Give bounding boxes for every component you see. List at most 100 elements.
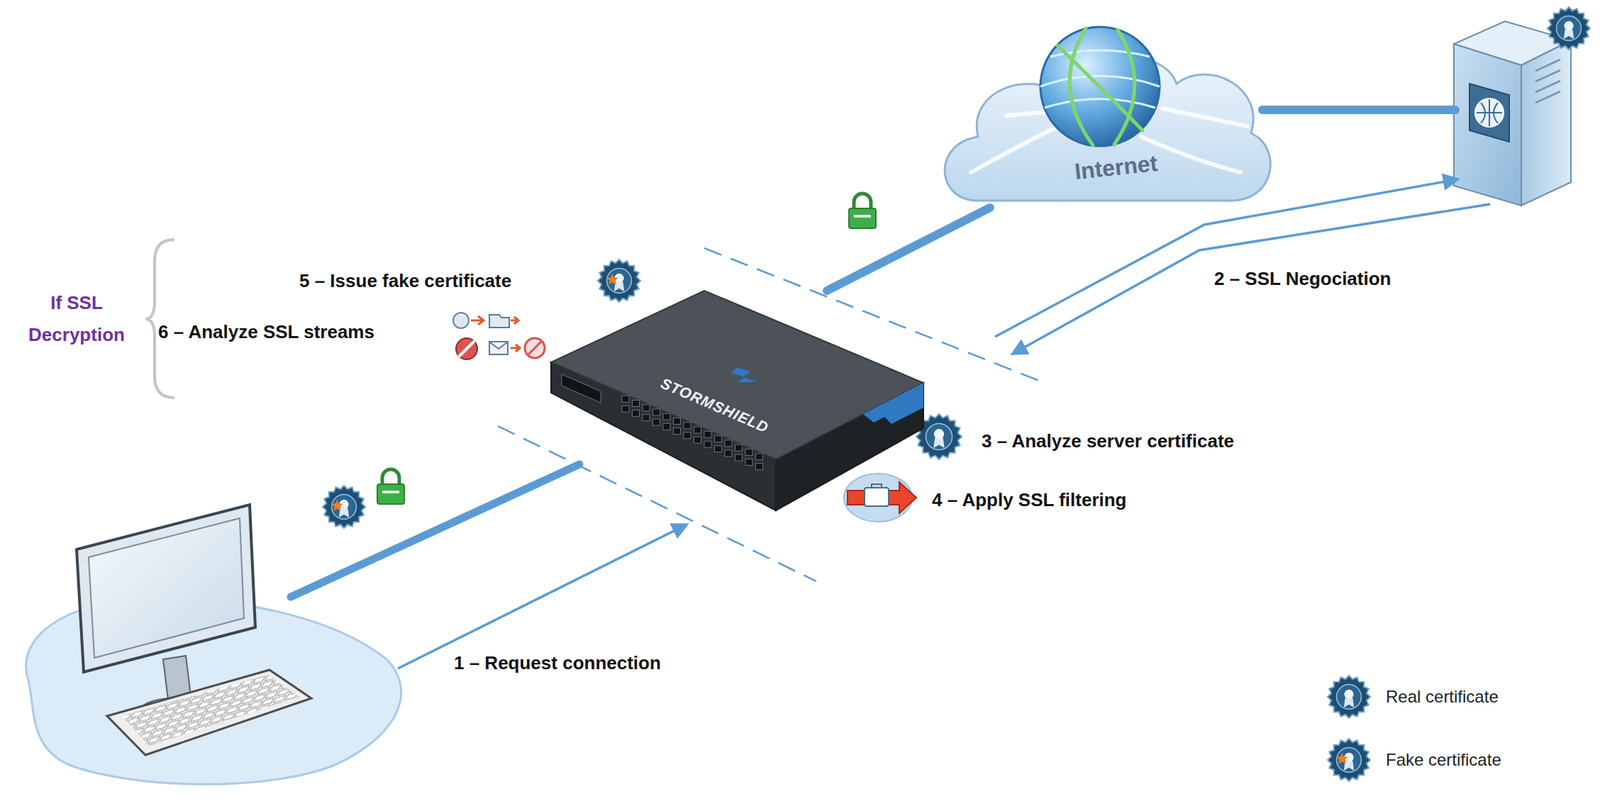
server-side bbox=[1521, 40, 1571, 206]
globe bbox=[1040, 26, 1160, 147]
port bbox=[663, 413, 671, 420]
negotiation-arrow bbox=[1012, 204, 1491, 354]
badge-fake-star bbox=[606, 273, 619, 286]
port bbox=[724, 450, 732, 457]
port bbox=[642, 414, 650, 422]
badge-medal bbox=[1563, 21, 1574, 31]
device-stripes bbox=[863, 382, 924, 425]
server-globe-lines bbox=[1476, 99, 1503, 127]
port bbox=[704, 441, 712, 448]
lock-body bbox=[377, 484, 405, 505]
globe-orbits bbox=[1057, 28, 1143, 146]
lock-slot bbox=[853, 214, 871, 218]
badge-ring bbox=[925, 423, 952, 450]
icon-arrow bbox=[847, 482, 917, 514]
server-panel bbox=[1469, 83, 1510, 142]
badge-medal bbox=[934, 429, 944, 440]
firewall-appliance: STORMSHIELD bbox=[551, 290, 924, 511]
globe-lines bbox=[1040, 50, 1160, 108]
device-ports bbox=[621, 395, 764, 470]
legend-label: Fake certificate bbox=[1385, 750, 1502, 771]
server-globe bbox=[1475, 98, 1504, 127]
globe-sphere bbox=[1040, 26, 1160, 147]
lock-icon bbox=[848, 193, 876, 229]
badge-seal bbox=[322, 485, 366, 529]
icon-ban bbox=[524, 338, 545, 359]
port bbox=[642, 404, 650, 412]
workstation-link bbox=[290, 464, 580, 598]
port bbox=[673, 418, 681, 425]
icon-ban bbox=[527, 341, 542, 356]
network-link bbox=[826, 207, 991, 291]
lock-icon bbox=[377, 469, 405, 505]
monitor-frame bbox=[76, 504, 256, 673]
monitor-screen bbox=[88, 518, 244, 659]
step-label: 3 – Analyze server certificate bbox=[981, 430, 1235, 453]
real-certificate-badge bbox=[1547, 7, 1591, 50]
icon-arrow bbox=[470, 316, 484, 325]
lock-body bbox=[848, 208, 876, 229]
icon-mail bbox=[489, 341, 508, 355]
badge-ring bbox=[1336, 685, 1362, 710]
icon-virus bbox=[456, 338, 478, 360]
port bbox=[694, 436, 702, 444]
port bbox=[632, 400, 640, 407]
port bbox=[756, 453, 764, 461]
port bbox=[724, 440, 732, 447]
bracket bbox=[145, 239, 175, 398]
icon-folder bbox=[489, 314, 510, 328]
icon-arrow bbox=[510, 317, 519, 325]
badge-ring bbox=[1556, 16, 1582, 42]
port bbox=[714, 436, 722, 443]
badge-ribbon bbox=[933, 438, 944, 449]
step-label: 4 – Apply SSL filtering bbox=[931, 489, 1127, 512]
port bbox=[621, 405, 630, 413]
lock-shackle bbox=[853, 193, 871, 210]
port bbox=[653, 409, 661, 416]
condition-label: If SSL Decryption bbox=[28, 287, 125, 352]
device-top bbox=[551, 290, 924, 460]
badge-fake-star bbox=[331, 500, 344, 512]
port bbox=[694, 426, 702, 434]
legend-label: Real certificate bbox=[1385, 687, 1499, 708]
icon-arrow bbox=[510, 344, 520, 352]
fake-certificate-badge bbox=[322, 485, 366, 529]
negotiation-arrow bbox=[995, 179, 1458, 337]
certificate-badges bbox=[322, 7, 1591, 782]
port bbox=[621, 395, 630, 403]
step-label: 1 – Request connection bbox=[453, 652, 661, 675]
device-slot bbox=[561, 374, 601, 403]
server-link bbox=[1262, 105, 1456, 115]
port bbox=[735, 454, 743, 461]
workstation bbox=[26, 504, 402, 785]
legend-symbol bbox=[1327, 675, 1371, 719]
lock-slot bbox=[382, 490, 400, 494]
fake-certificate-badge bbox=[597, 259, 641, 303]
keyboard bbox=[107, 670, 312, 756]
port bbox=[632, 409, 640, 417]
lock-shackle bbox=[382, 469, 400, 486]
web-server bbox=[1453, 21, 1571, 206]
legend-symbol bbox=[1327, 739, 1371, 782]
port bbox=[663, 423, 671, 430]
badge-fake-star bbox=[1336, 753, 1349, 765]
badge-medal bbox=[1343, 690, 1354, 700]
badge-ring bbox=[607, 268, 632, 294]
step-label: 2 – SSL Negociation bbox=[1214, 268, 1391, 291]
badge-seal bbox=[1327, 739, 1371, 782]
icon-disc bbox=[453, 312, 469, 329]
port bbox=[735, 444, 743, 452]
badge-ribbon bbox=[1343, 698, 1354, 709]
port bbox=[704, 431, 712, 438]
port bbox=[745, 458, 753, 466]
badge-seal bbox=[1327, 675, 1371, 719]
port bbox=[683, 422, 691, 430]
device-outline bbox=[551, 290, 924, 511]
filter-icon bbox=[843, 473, 917, 522]
internet-cloud: Internet bbox=[928, 30, 1271, 208]
request-arrow bbox=[397, 524, 687, 669]
badge-seal bbox=[1547, 7, 1591, 50]
port bbox=[745, 448, 753, 456]
badge-ribbon bbox=[1563, 29, 1574, 40]
